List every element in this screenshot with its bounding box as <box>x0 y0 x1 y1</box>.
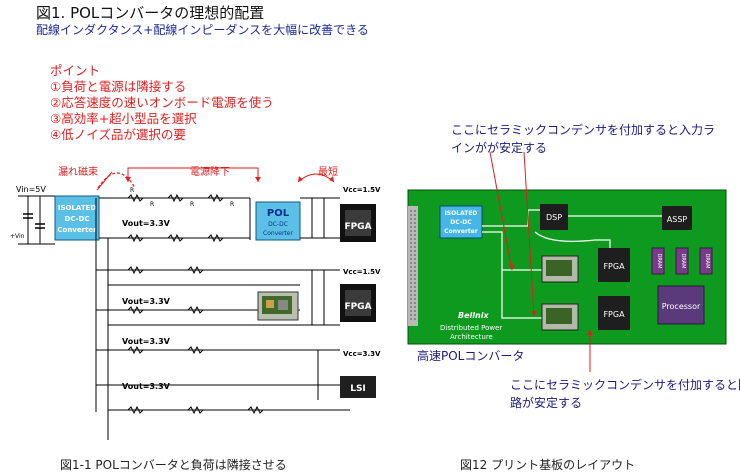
leak-flux-label: 漏れ磁束 <box>58 165 98 178</box>
top-annotation-pointer <box>489 151 535 317</box>
r-label: R <box>190 201 194 208</box>
annotation-top: ここにセラミックコンデンサを付加すると入力ラインがが安定する <box>451 123 716 155</box>
processor-chip <box>657 285 705 325</box>
board-isolated-label: DC-DC <box>450 219 472 226</box>
board-isolated-converter <box>439 205 483 239</box>
assp-chip <box>662 206 692 230</box>
flux-dashed-arc <box>97 172 136 189</box>
pol-module-part <box>278 300 288 310</box>
fpga-die <box>345 290 371 316</box>
isolated-converter-box <box>54 195 100 241</box>
isolated-label: ISOLATED <box>58 204 96 212</box>
r-label: R <box>230 201 234 208</box>
page-subtitle: 配線インダクタンス+配線インピーダンスを大幅に改善できる <box>36 23 369 37</box>
dram-chip <box>699 247 713 275</box>
vin-side-label: +Vin <box>10 233 25 240</box>
distribution-bus <box>99 197 250 239</box>
vcc-label: Vcc=3.3V <box>343 350 381 358</box>
vout-label: Vout=3.3V <box>122 382 171 391</box>
point-item: ④低ノイズ品が選択の要 <box>50 127 186 142</box>
vout-label: Vout=3.3V <box>122 337 171 346</box>
processor-label: Processor <box>662 302 701 311</box>
input-wiring <box>18 195 55 245</box>
board-fpga-label: FPGA <box>603 262 625 271</box>
board-arch-label: Distributed Power <box>440 324 502 332</box>
figure-caption-1: 図1-1 POLコンバータと負荷は隣接させる <box>60 458 287 472</box>
vcc-label: Vcc=1.5V <box>343 268 381 276</box>
output-wiring <box>300 197 340 326</box>
pol-converter-box <box>255 201 301 241</box>
input-capacitor-icon <box>23 213 45 229</box>
board-brand: Bellnix <box>458 311 489 320</box>
board-isolated-label: Converter <box>444 228 478 235</box>
drop-bracket <box>127 167 259 182</box>
board-fpga-label: FPGA <box>603 310 625 319</box>
board-fpga-1 <box>598 248 630 282</box>
edge-connector <box>408 206 418 326</box>
points-heading: ポイント <box>50 63 101 78</box>
dsp-chip <box>540 204 568 230</box>
pcb-layout: ISOLATED DC-DC Converter DSP ASSP FPGA F… <box>407 151 727 372</box>
r-label: R <box>150 201 154 208</box>
point-item: ①負荷と電源は隣接する <box>50 79 187 94</box>
board-arch-label: Architecture <box>450 333 493 341</box>
board-pol-pcb <box>546 260 572 276</box>
assp-label: ASSP <box>667 215 688 224</box>
vcc-label: Vcc=1.5V <box>343 186 381 194</box>
board-fpga-2 <box>598 296 630 330</box>
lsi-chip <box>340 376 376 398</box>
pol-label: Converter <box>263 230 293 237</box>
board-isolated-label: ISOLATED <box>445 210 478 217</box>
annotation-pol: 高速POLコンバータ <box>417 349 525 363</box>
vout-label: Vout=3.3V <box>122 219 171 228</box>
point-item: ②応答速度の速いオンボード電源を使う <box>50 95 274 110</box>
fpga-label: FPGA <box>344 302 371 312</box>
dsp-label: DSP <box>546 213 562 222</box>
bottom-pointer-arrowhead <box>587 330 593 335</box>
annotation-bottom: ここにセラミックコンデンサを付加すると回路が安定する <box>510 378 740 410</box>
pol-schematic: 漏れ磁束 電源降下 最短 Vin=5V +Vin ISOLATED DC-DC … <box>10 165 381 440</box>
pol-module-part <box>266 300 274 308</box>
board-pol-pcb <box>546 308 572 324</box>
isolated-label: Converter <box>57 226 97 234</box>
page-title: 図1. POLコンバータの理想的配置 <box>36 4 265 22</box>
lsi-label: LSI <box>350 384 366 394</box>
dram-chip <box>675 247 689 275</box>
dram-label: DRAM <box>656 254 662 269</box>
connector-pins <box>410 210 416 322</box>
voltage-drop-label: 電源降下 <box>190 165 230 178</box>
lsi-wiring <box>300 349 340 400</box>
distribution-trunk <box>95 198 109 440</box>
dram-label: DRAM <box>704 254 710 269</box>
vout-label: Vout=3.3V <box>122 297 171 306</box>
point-item: ③高効率+超小型品を選択 <box>50 111 197 126</box>
shortest-label: 最短 <box>318 165 338 178</box>
figure-caption-2: 図12 プリント基板のレイアウト <box>460 458 636 472</box>
vin-label: Vin=5V <box>16 185 46 194</box>
fpga-label: FPGA <box>344 222 371 232</box>
r-label: R <box>130 187 134 194</box>
dram-chip <box>651 247 665 275</box>
pol-label: POL <box>267 208 290 219</box>
pol-label: DC-DC <box>268 221 288 228</box>
isolated-label: DC-DC <box>65 215 90 223</box>
dram-label: DRAM <box>680 254 686 269</box>
fpga-die <box>345 210 371 236</box>
resistor-icons <box>127 193 264 415</box>
